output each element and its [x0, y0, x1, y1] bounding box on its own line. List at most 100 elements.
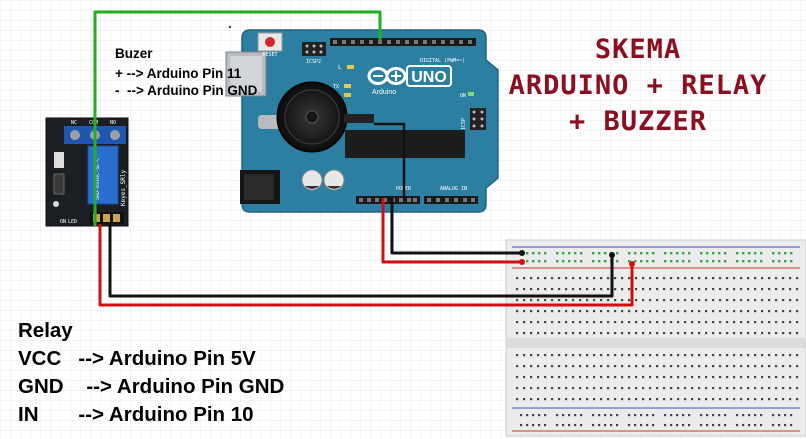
breadboard-hole [537, 310, 540, 313]
breadboard-hole [607, 277, 610, 280]
breadboard-hole [649, 387, 652, 390]
breadboard-hole [670, 398, 673, 401]
breadboard-rail-hole [562, 252, 565, 255]
breadboard-hole [691, 310, 694, 313]
breadboard-hole [558, 310, 561, 313]
breadboard-hole [663, 387, 666, 390]
breadboard-hole [761, 376, 764, 379]
breadboard-hole [700, 414, 703, 417]
breadboard-hole [691, 277, 694, 280]
breadboard-hole [754, 288, 757, 291]
breadboard-hole [523, 376, 526, 379]
breadboard-hole [558, 354, 561, 357]
breadboard-hole [544, 414, 547, 417]
breadboard-hole [628, 365, 631, 368]
breadboard-rail-hole [670, 260, 673, 263]
breadboard-rail-hole [634, 260, 637, 263]
breadboard-hole [614, 288, 617, 291]
breadboard-hole [747, 332, 750, 335]
breadboard-hole [712, 299, 715, 302]
breadboard-hole [628, 387, 631, 390]
breadboard-hole [649, 376, 652, 379]
breadboard-hole [579, 398, 582, 401]
relay-diode [54, 152, 64, 168]
breadboard-hole [523, 387, 526, 390]
breadboard-rail-hole [700, 252, 703, 255]
breadboard-hole [698, 376, 701, 379]
breadboard-hole [616, 414, 619, 417]
breadboard-hole [782, 332, 785, 335]
breadboard-hole [747, 354, 750, 357]
breadboard-hole [586, 310, 589, 313]
breadboard-hole [691, 365, 694, 368]
breadboard-hole [523, 299, 526, 302]
breadboard-hole [684, 398, 687, 401]
breadboard-hole [747, 376, 750, 379]
breadboard-hole [628, 354, 631, 357]
breadboard-hole [604, 414, 607, 417]
breadboard-hole [656, 277, 659, 280]
breadboard-hole [516, 387, 519, 390]
breadboard-hole [698, 321, 701, 324]
breadboard-hole [649, 398, 652, 401]
breadboard-hole [551, 365, 554, 368]
breadboard-hole [621, 310, 624, 313]
breadboard-hole [691, 398, 694, 401]
breadboard-hole [586, 332, 589, 335]
breadboard-hole [768, 288, 771, 291]
breadboard-hole [607, 288, 610, 291]
breadboard-hole [748, 414, 751, 417]
breadboard-hole [761, 277, 764, 280]
breadboard-rail-hole [676, 260, 679, 263]
breadboard-hole [537, 332, 540, 335]
breadboard-rail-hole [742, 252, 745, 255]
breadboard-hole [586, 387, 589, 390]
breadboard-hole [628, 321, 631, 324]
breadboard-hole [530, 277, 533, 280]
breadboard-hole [526, 424, 529, 427]
breadboard-hole [677, 310, 680, 313]
black-wire-buzzer-gnd [374, 122, 406, 198]
breadboard-hole [530, 365, 533, 368]
breadboard-hole [760, 414, 763, 417]
breadboard-hole [516, 332, 519, 335]
breadboard-hole [747, 365, 750, 368]
relay-note-line-3: IN --> Arduino Pin 10 [18, 403, 254, 426]
breadboard-hole [607, 321, 610, 324]
breadboard-hole [663, 354, 666, 357]
breadboard-hole [628, 376, 631, 379]
breadboard-hole [640, 424, 643, 427]
breadboard-hole [649, 332, 652, 335]
breadboard-hole [754, 277, 757, 280]
breadboard-hole [649, 299, 652, 302]
breadboard-hole [532, 414, 535, 417]
breadboard-hole [740, 365, 743, 368]
breadboard-hole [614, 387, 617, 390]
breadboard-hole [593, 354, 596, 357]
breadboard-rail-hole [562, 260, 565, 263]
breadboard-hole [789, 299, 792, 302]
breadboard-hole [698, 299, 701, 302]
breadboard-hole [646, 414, 649, 417]
breadboard-hole [551, 310, 554, 313]
relay-status-led [53, 201, 59, 207]
breadboard-hole [530, 288, 533, 291]
icsp-label: ICSP [461, 118, 467, 130]
breadboard-rail-hole [526, 252, 529, 255]
breadboard-hole [698, 288, 701, 291]
breadboard-rail-hole [784, 260, 787, 263]
breadboard-hole [544, 277, 547, 280]
breadboard-hole [712, 365, 715, 368]
breadboard-hole [663, 398, 666, 401]
breadboard-rail-hole [574, 260, 577, 263]
icsp2-label: ICSP2 [306, 59, 321, 65]
breadboard-hole [712, 321, 715, 324]
breadboard-rail-hole [712, 252, 715, 255]
breadboard-hole [621, 365, 624, 368]
breadboard-hole [684, 332, 687, 335]
breadboard-hole [726, 288, 729, 291]
breadboard-hole [600, 277, 603, 280]
breadboard-hole [516, 376, 519, 379]
breadboard-hole [579, 310, 582, 313]
breadboard-hole [628, 299, 631, 302]
